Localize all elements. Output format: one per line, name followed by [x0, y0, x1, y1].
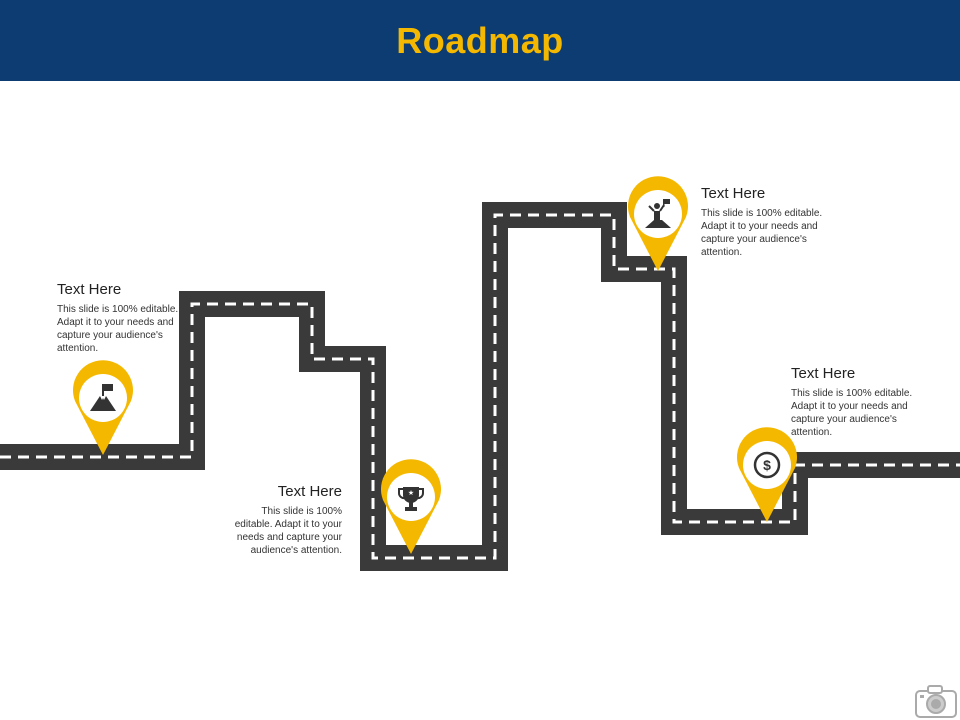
milestone-text-3: Text Here This slide is 100% editable. A…	[701, 185, 826, 259]
slide-title: Roadmap	[396, 19, 564, 61]
trophy-icon: ★	[398, 487, 424, 511]
milestone-marker-2: ★	[381, 459, 441, 554]
road-center-dashes	[0, 213, 960, 560]
svg-text:$: $	[763, 457, 771, 473]
milestone-description: This slide is 100% editable. Adapt it to…	[701, 208, 823, 258]
milestone-heading: Text Here	[791, 365, 856, 382]
milestone-text-4: Text Here This slide is 100% editable. A…	[791, 365, 916, 439]
person-flag-icon	[645, 199, 671, 228]
milestone-heading: Text Here	[701, 185, 766, 202]
milestone-marker-4: $	[737, 427, 797, 522]
milestone-heading: Text Here	[57, 281, 122, 298]
milestone-description: This slide is 100% editable. Adapt it to…	[791, 388, 913, 438]
camera-icon	[915, 685, 957, 718]
milestone-description: This slide is 100% editable. Adapt it to…	[234, 506, 342, 556]
milestone-marker-1	[73, 360, 133, 455]
mountain-flag-icon	[90, 384, 116, 411]
milestone-marker-3	[628, 176, 688, 271]
dollar-coin-icon: $	[753, 451, 781, 479]
milestone-text-2: Text Here This slide is 100% editable. A…	[222, 483, 342, 557]
header-bar: Roadmap	[0, 0, 960, 81]
svg-text:★: ★	[408, 489, 414, 497]
milestone-heading: Text Here	[277, 483, 342, 500]
milestone-description: This slide is 100% editable. Adapt it to…	[57, 304, 179, 354]
milestone-text-1: Text Here This slide is 100% editable. A…	[57, 281, 182, 355]
